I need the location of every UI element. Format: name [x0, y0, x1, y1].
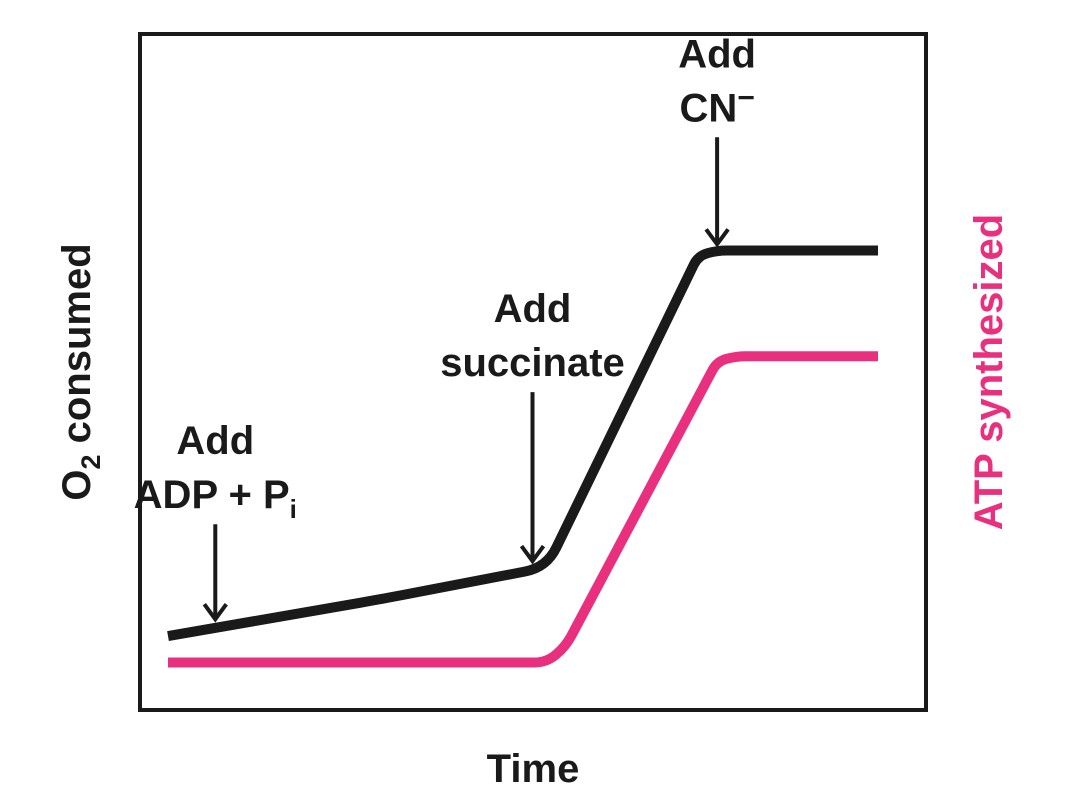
y-axis-label-left: O2 consumed: [55, 243, 106, 500]
y-axis-label-left-sub: 2: [76, 455, 106, 470]
annotation-adp-line-2: ADP + Pi: [134, 473, 297, 524]
plot-frame: [138, 32, 928, 712]
y-axis-label-right: ATP synthesized: [967, 214, 1011, 530]
annotation-adp-arrowhead: [202, 603, 228, 623]
atp-synthesized-line: [168, 351, 878, 668]
annotation-succinate-arrowhead: [519, 544, 546, 565]
annotation-succinate-line-1: Add: [494, 287, 572, 331]
o2-consumed-line: [167, 245, 878, 642]
annotation-adp-line-1: Add: [176, 419, 254, 463]
y-axis-label-left-rest: consumed: [55, 243, 99, 454]
annotation-cn-line-2: CN−: [679, 81, 754, 130]
y-axis-label-left-o: O: [55, 470, 99, 501]
annotation-succinate-line-2: succinate: [440, 341, 625, 385]
annotation-cn-line-1: Add: [678, 32, 756, 76]
x-axis-label: Time: [487, 747, 580, 791]
annotation-cn-arrowhead: [704, 228, 730, 248]
